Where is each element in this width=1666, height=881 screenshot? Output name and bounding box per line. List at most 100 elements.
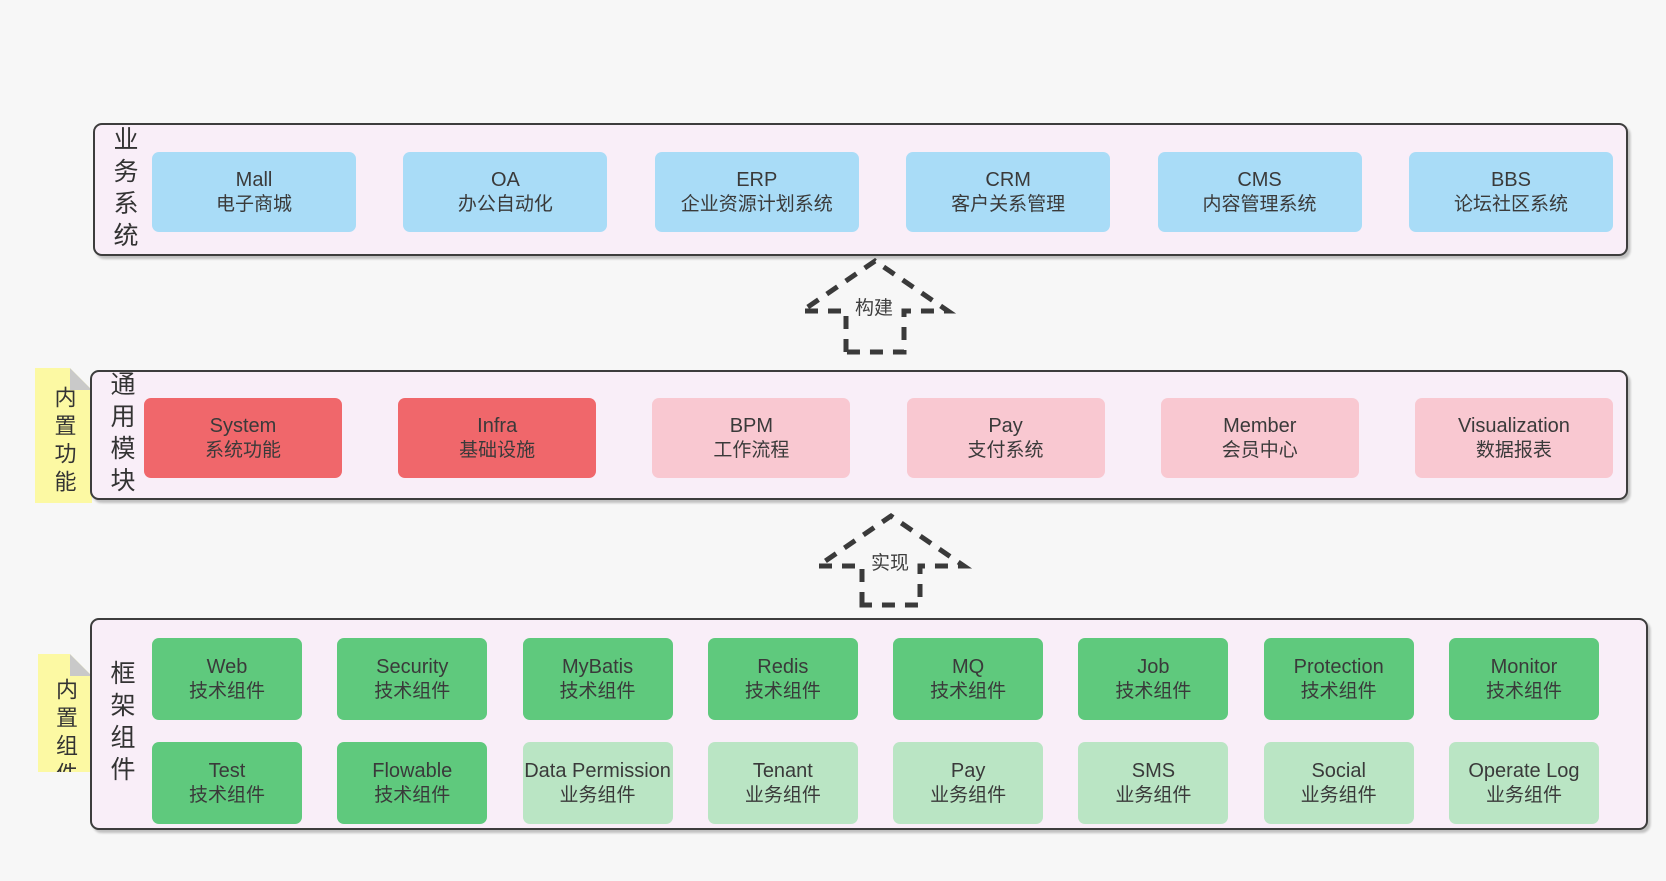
node-subtitle: 业务组件 bbox=[1300, 784, 1377, 806]
node-subtitle: 会员中心 bbox=[1221, 439, 1298, 461]
node-title: Flowable bbox=[372, 759, 453, 782]
node-title: CMS bbox=[1237, 168, 1282, 191]
node-title: Security bbox=[376, 655, 449, 678]
node-title: SMS bbox=[1131, 759, 1176, 782]
node-subtitle: 办公自动化 bbox=[457, 193, 553, 215]
node-system: System 系统功能 bbox=[144, 398, 342, 478]
node-protection: Protection 技术组件 bbox=[1263, 638, 1414, 720]
node-member: Member 会员中心 bbox=[1160, 398, 1359, 478]
node-subtitle: 技术组件 bbox=[1300, 680, 1377, 702]
node-subtitle: 技术组件 bbox=[559, 680, 636, 702]
node-title: CRM bbox=[985, 168, 1031, 191]
node-title: Pay bbox=[950, 759, 986, 782]
layer-framework-components: 框架组件 Web 技术组件 Security 技术组件 MyBatis 技术组件… bbox=[90, 618, 1648, 830]
common-modules-row: System 系统功能 Infra 基础设施 BPM 工作流程 Pay 支付系统… bbox=[92, 398, 1626, 478]
arrow-up-implement bbox=[809, 512, 973, 608]
node-social: Social 业务组件 bbox=[1263, 742, 1414, 824]
arrow-label-implement: 实现 bbox=[867, 548, 913, 575]
node-crm: CRM 客户关系管理 bbox=[906, 152, 1111, 232]
sticky-note-built-in-functions: 内置功能 bbox=[35, 368, 92, 503]
node-cms: CMS 内容管理系统 bbox=[1157, 152, 1362, 232]
node-test: Test 技术组件 bbox=[152, 742, 302, 824]
node-title: Visualization bbox=[1457, 414, 1570, 437]
node-bbs: BBS 论坛社区系统 bbox=[1408, 152, 1613, 232]
node-sms: SMS 业务组件 bbox=[1078, 742, 1229, 824]
node-data-permission: Data Permission 业务组件 bbox=[522, 742, 673, 824]
layer-business-systems: 业务系统 Mall 电子商城 OA 办公自动化 ERP 企业资源计划系统 CRM… bbox=[93, 123, 1628, 256]
node-erp: ERP 企业资源计划系统 bbox=[654, 152, 859, 232]
node-flowable: Flowable 技术组件 bbox=[337, 742, 488, 824]
node-pay-module: Pay 支付系统 bbox=[906, 398, 1105, 478]
node-mybatis: MyBatis 技术组件 bbox=[522, 638, 673, 720]
node-title: Job bbox=[1137, 655, 1170, 678]
node-subtitle: 系统功能 bbox=[204, 439, 281, 461]
node-subtitle: 技术组件 bbox=[930, 680, 1007, 702]
node-subtitle: 论坛社区系统 bbox=[1453, 193, 1568, 215]
node-security: Security 技术组件 bbox=[337, 638, 488, 720]
node-monitor: Monitor 技术组件 bbox=[1448, 638, 1599, 720]
node-title: Mall bbox=[235, 168, 273, 191]
node-web: Web 技术组件 bbox=[152, 638, 302, 720]
node-subtitle: 客户关系管理 bbox=[951, 193, 1066, 215]
layer-label-business-systems: 业务系统 bbox=[110, 125, 138, 254]
node-subtitle: 技术组件 bbox=[374, 680, 451, 702]
framework-components-row-1: Web 技术组件 Security 技术组件 MyBatis 技术组件 Redi… bbox=[92, 638, 1646, 720]
sticky-note-label: 内置功能 bbox=[51, 386, 77, 498]
node-infra: Infra 基础设施 bbox=[398, 398, 597, 478]
node-mall: Mall 电子商城 bbox=[152, 152, 356, 232]
node-title: Web bbox=[206, 655, 248, 678]
node-subtitle: 技术组件 bbox=[188, 680, 265, 702]
arrow-label-build: 构建 bbox=[851, 293, 897, 320]
node-title: OA bbox=[490, 168, 520, 191]
node-title: System bbox=[209, 414, 277, 437]
node-title: BPM bbox=[729, 414, 774, 437]
node-subtitle: 内容管理系统 bbox=[1202, 193, 1317, 215]
node-title: Data Permission bbox=[524, 759, 671, 782]
node-title: Monitor bbox=[1490, 655, 1558, 678]
node-operate-log: Operate Log 业务组件 bbox=[1448, 742, 1599, 824]
node-title: Protection bbox=[1293, 655, 1384, 678]
node-title: Tenant bbox=[752, 759, 813, 782]
business-systems-row: Mall 电子商城 OA 办公自动化 ERP 企业资源计划系统 CRM 客户关系… bbox=[95, 152, 1626, 232]
node-subtitle: 业务组件 bbox=[559, 784, 636, 806]
node-tenant: Tenant 业务组件 bbox=[707, 742, 858, 824]
node-subtitle: 业务组件 bbox=[744, 784, 821, 806]
node-subtitle: 支付系统 bbox=[967, 439, 1044, 461]
node-title: ERP bbox=[736, 168, 778, 191]
node-subtitle: 技术组件 bbox=[744, 680, 821, 702]
node-subtitle: 技术组件 bbox=[188, 784, 265, 806]
node-title: Pay bbox=[988, 414, 1023, 437]
node-title: Redis bbox=[757, 655, 809, 678]
sticky-fold-corner bbox=[70, 654, 92, 676]
node-mq: MQ 技术组件 bbox=[893, 638, 1044, 720]
sticky-note-label: 内置组件 bbox=[53, 678, 78, 790]
node-subtitle: 基础设施 bbox=[459, 439, 536, 461]
node-title: Member bbox=[1223, 414, 1297, 437]
node-pay-component: Pay 业务组件 bbox=[893, 742, 1044, 824]
node-title: Test bbox=[208, 759, 246, 782]
node-subtitle: 工作流程 bbox=[713, 439, 790, 461]
node-visualization: Visualization 数据报表 bbox=[1414, 398, 1613, 478]
node-subtitle: 技术组件 bbox=[374, 784, 451, 806]
node-subtitle: 技术组件 bbox=[1115, 680, 1192, 702]
framework-components-row-2: Test 技术组件 Flowable 技术组件 Data Permission … bbox=[92, 742, 1646, 824]
node-title: BBS bbox=[1490, 168, 1531, 191]
sticky-note-built-in-components: 内置组件 bbox=[38, 654, 92, 772]
node-subtitle: 电子商城 bbox=[215, 193, 292, 215]
layer-label-framework-components: 框架组件 bbox=[107, 660, 135, 788]
node-subtitle: 业务组件 bbox=[930, 784, 1007, 806]
node-title: Infra bbox=[477, 414, 518, 437]
node-subtitle: 数据报表 bbox=[1475, 439, 1552, 461]
node-subtitle: 业务组件 bbox=[1115, 784, 1192, 806]
node-bpm: BPM 工作流程 bbox=[652, 398, 851, 478]
node-subtitle: 企业资源计划系统 bbox=[680, 193, 833, 215]
node-title: MQ bbox=[952, 655, 985, 678]
node-job: Job 技术组件 bbox=[1078, 638, 1229, 720]
node-oa: OA 办公自动化 bbox=[403, 152, 608, 232]
layer-common-modules: 通用模块 System 系统功能 Infra 基础设施 BPM 工作流程 Pay… bbox=[90, 370, 1628, 500]
arrow-up-build bbox=[793, 257, 957, 355]
node-subtitle: 业务组件 bbox=[1485, 784, 1562, 806]
node-redis: Redis 技术组件 bbox=[707, 638, 858, 720]
node-title: Operate Log bbox=[1468, 759, 1580, 782]
